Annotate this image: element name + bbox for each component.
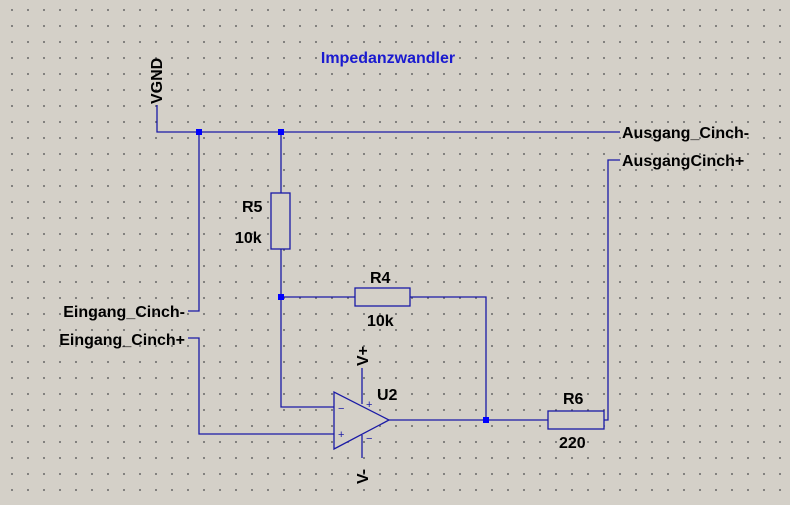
opamp-vminus-pin: − — [366, 433, 372, 445]
r4-value: 10k — [367, 313, 394, 330]
output-plus-label: AusgangCinch+ — [622, 153, 744, 170]
r4-name: R4 — [370, 270, 391, 287]
schematic-title: Impedanzwandler — [321, 50, 455, 67]
junction-output — [483, 417, 489, 423]
input-minus-wire[interactable] — [188, 132, 200, 312]
u2-name: U2 — [377, 387, 398, 404]
junction-feedback — [278, 294, 284, 300]
opamp-vplus-pin: + — [366, 399, 372, 411]
resistor-r5[interactable] — [270, 192, 291, 250]
resistor-r6[interactable] — [547, 410, 605, 430]
r6-name: R6 — [563, 391, 584, 408]
inverting-input-wire[interactable] — [280, 297, 334, 408]
vgnd-wire[interactable] — [156, 105, 620, 133]
vgnd-label: VGND — [149, 58, 166, 104]
junction-vgnd-r5 — [278, 129, 284, 135]
input-plus-label: Eingang_Cinch+ — [59, 332, 185, 349]
input-plus-wire[interactable] — [188, 337, 334, 435]
junction-vgnd-input — [196, 129, 202, 135]
vminus-label: V- — [355, 469, 372, 484]
resistor-r4[interactable] — [354, 287, 411, 307]
r4-right-wire[interactable] — [410, 296, 487, 420]
output-plus-wire[interactable] — [604, 159, 620, 421]
opamp-minus-pin: − — [338, 403, 344, 415]
opamp-plus-pin: + — [338, 429, 344, 441]
input-minus-label: Eingang_Cinch- — [63, 304, 185, 321]
r5-name: R5 — [242, 199, 263, 216]
opamp-u2[interactable] — [333, 390, 391, 451]
r5-value: 10k — [235, 230, 262, 247]
output-minus-label: Ausgang_Cinch- — [622, 125, 749, 142]
vplus-label: V+ — [355, 346, 372, 366]
r6-value: 220 — [559, 435, 586, 452]
